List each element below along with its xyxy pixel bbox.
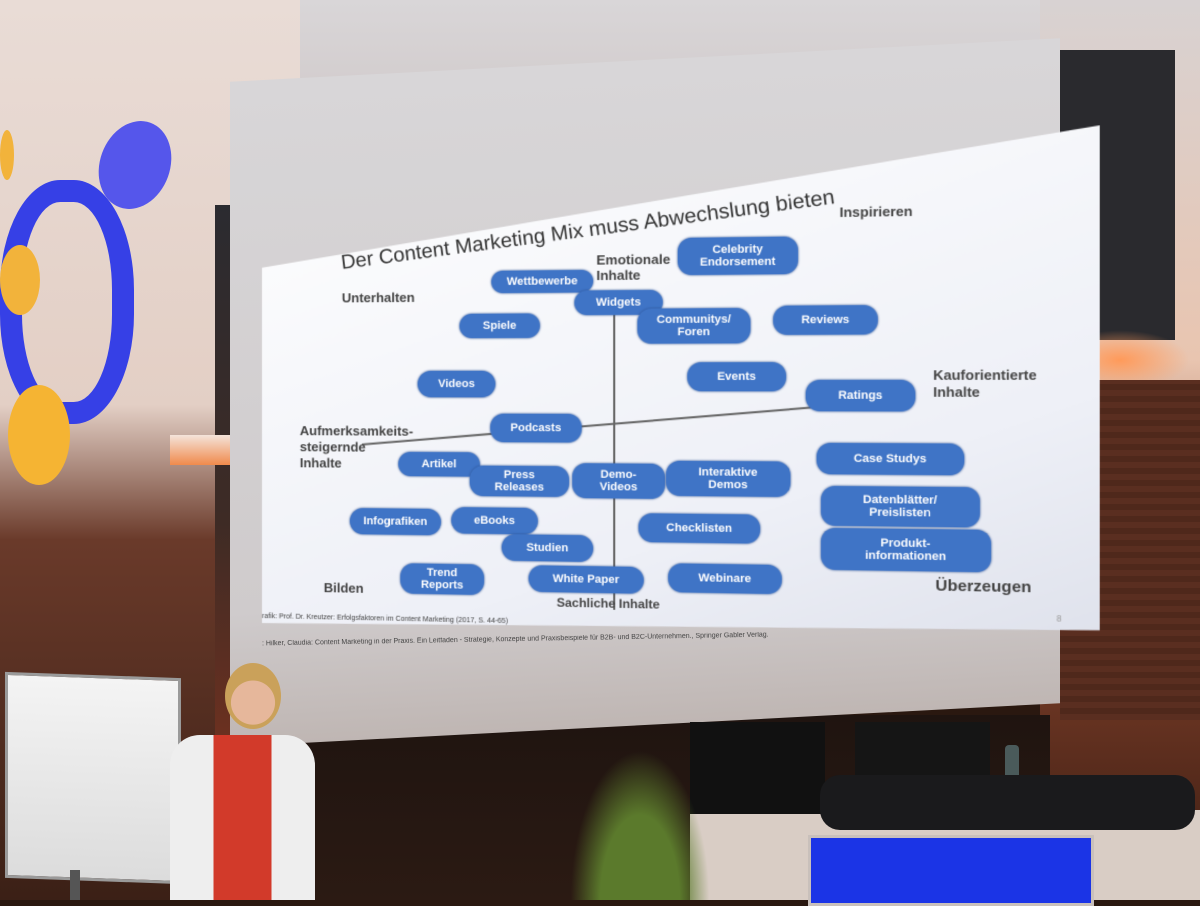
pill-artikel: Artikel: [398, 452, 480, 477]
pill-events: Events: [687, 362, 786, 391]
axis-label-left: Aufmerksamkeits- steigernde Inhalte: [299, 423, 414, 471]
pill-case-studys: Case Studys: [817, 443, 965, 476]
pill-communitys-foren: Communitys/ Foren: [637, 308, 750, 344]
axis-label-right: Kauforientierte Inhalte: [933, 366, 1037, 401]
pill-interaktive-demos: Interaktive Demos: [666, 461, 790, 497]
corner-top-right: Inspirieren: [839, 203, 913, 221]
corner-top-left: Unterhalten: [341, 289, 415, 306]
axis-label-bottom: Sachliche Inhalte: [556, 595, 660, 612]
laptop-left: [690, 722, 825, 814]
pill-demo-videos: Demo- Videos: [572, 463, 665, 499]
pill-webinare: Webinare: [668, 563, 782, 594]
slide-page-number: 8: [1056, 614, 1062, 624]
logo-dot-yellow: [8, 385, 70, 485]
pill-podcasts: Podcasts: [490, 414, 581, 443]
pill-reviews: Reviews: [773, 305, 878, 335]
flipchart: [5, 671, 181, 885]
axis-label-top: Emotionale Inhalte: [596, 251, 671, 284]
logo-dot-small: [0, 130, 14, 180]
pill-studien: Studien: [502, 534, 594, 562]
pill-videos: Videos: [418, 371, 496, 398]
pill-press-releases: Press Releases: [470, 465, 569, 497]
pill-ebooks: eBooks: [451, 507, 538, 535]
water-bottle: [1005, 745, 1019, 775]
pill-celebrity-endorsement: Celebrity Endorsement: [678, 236, 798, 275]
corner-bottom-right: Überzeugen: [935, 576, 1032, 597]
flower-arrangement: [570, 750, 710, 900]
pill-produkt-informationen: Produkt- informationen: [821, 528, 991, 573]
pill-datenblaetter-preislisten: Datenblätter/ Preislisten: [821, 486, 980, 528]
pill-wettbewerbe: Wettbewerbe: [491, 270, 593, 293]
pill-trend-reports: Trend Reports: [400, 563, 484, 595]
corner-bottom-left: Bilden: [323, 580, 364, 596]
pill-ratings: Ratings: [806, 380, 916, 412]
flipchart-stand: [70, 870, 80, 900]
jacket-on-table: [820, 775, 1195, 830]
confidence-monitor: [808, 835, 1094, 906]
axis-vertical: [613, 295, 615, 609]
presenter-body: [170, 735, 315, 900]
logo-dot-center: [0, 245, 40, 315]
pill-checklisten: Checklisten: [638, 513, 760, 544]
presenter-head: [225, 663, 281, 729]
pill-white-paper: White Paper: [529, 565, 644, 594]
pill-infografiken: Infografiken: [350, 508, 441, 535]
pill-spiele: Spiele: [459, 313, 539, 338]
footnote-source-1: rafik: Prof. Dr. Kreutzer: Erfolgsfaktor…: [262, 613, 509, 626]
